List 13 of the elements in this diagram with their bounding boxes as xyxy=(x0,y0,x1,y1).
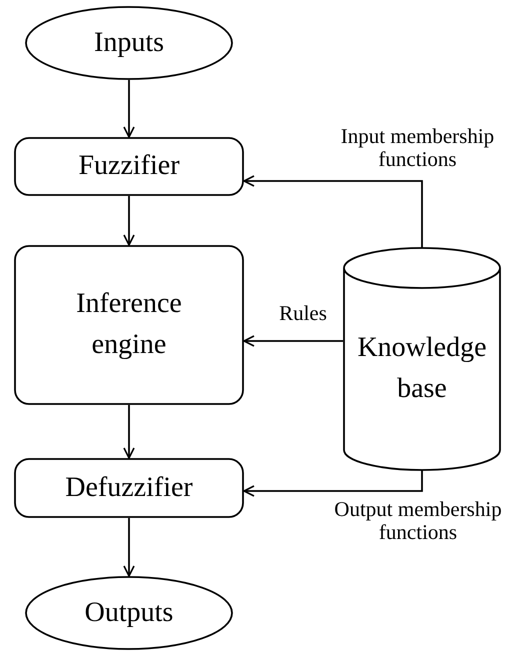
arrow xyxy=(123,518,135,577)
node-label: Defuzzifier xyxy=(65,470,193,505)
node-label: Inference engine xyxy=(75,287,183,362)
node-label: Outputs xyxy=(84,596,174,630)
arrow xyxy=(123,405,135,459)
arrow xyxy=(123,196,135,246)
arrow xyxy=(243,470,423,497)
node-label: Inputs xyxy=(94,26,164,60)
node-label: Knowledge base xyxy=(356,331,488,406)
arrow xyxy=(243,335,343,347)
arrow xyxy=(123,80,135,138)
node-label: Fuzzifier xyxy=(78,149,180,184)
arrow xyxy=(243,175,423,248)
